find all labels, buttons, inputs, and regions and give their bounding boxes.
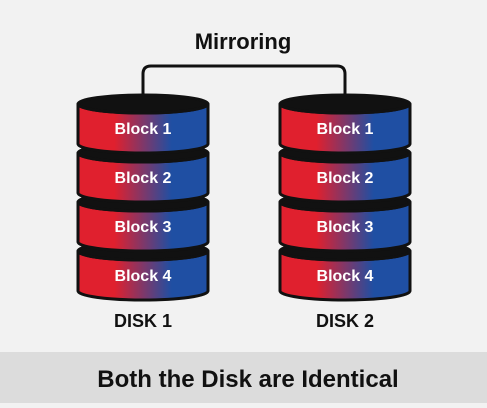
block-label: Block 3 <box>317 219 374 236</box>
disk-label: DISK 2 <box>316 311 374 331</box>
disk-2: Block 4 Block 3 Block 2 Block 1 DISK 2 <box>278 93 412 331</box>
block-label: Block 4 <box>115 268 172 285</box>
disk-segment-top <box>76 93 210 115</box>
caption-band <box>0 352 487 403</box>
disk-2-block-1: Block 1 <box>278 93 412 155</box>
block-label: Block 4 <box>317 268 374 285</box>
block-label: Block 2 <box>317 170 374 187</box>
block-label: Block 1 <box>317 121 374 138</box>
block-label: Block 2 <box>115 170 172 187</box>
diagram-title: Mirroring <box>195 29 292 54</box>
diagram-caption: Both the Disk are Identical <box>97 366 398 393</box>
disk-1: Block 4 Block 3 Block 2 Block 1 DISK 1 <box>76 93 210 331</box>
mirror-connector <box>141 64 347 104</box>
disk-1-block-1: Block 1 <box>76 93 210 155</box>
disk-1-block-4: Block 4 <box>76 240 210 302</box>
block-label: Block 3 <box>115 219 172 236</box>
disk-segment-top <box>278 93 412 115</box>
disk-label: DISK 1 <box>114 311 172 331</box>
block-label: Block 1 <box>115 121 172 138</box>
